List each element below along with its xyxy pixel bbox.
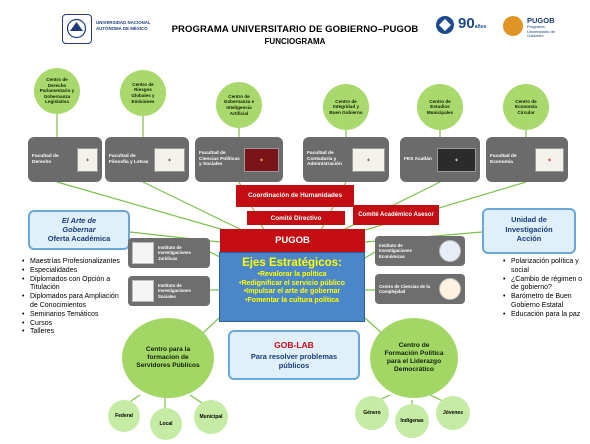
- institute-logo-icon: [439, 278, 461, 300]
- eje-item: Fomentar la cultura política: [220, 297, 364, 306]
- list-item: Barómetro de Buen Gobierno Estatal: [503, 293, 583, 311]
- faculty-crest-icon: ◈: [535, 147, 564, 172]
- page-title: PROGRAMA UNIVERSITARIO DE GOBIERNO–PUGOB: [171, 24, 419, 35]
- list-item: Especialidades: [22, 267, 122, 276]
- faculty-crest-icon: ◈: [77, 147, 98, 172]
- comite-directivo: Comité Directivo: [247, 211, 345, 225]
- facultad-filosofia: Facultad de Filosofía y Letras ◈: [105, 137, 189, 182]
- gob-lab-text: Para resolver problemas públicos: [250, 352, 338, 370]
- faculty-crest-icon: ◈: [437, 147, 476, 172]
- facultad-label: Facultad de Contaduría y Administración: [307, 150, 342, 168]
- eje-item: Impulsar el arte de gobernar: [220, 288, 364, 297]
- facultad-label: Facultad de Ciencias Políticas y Sociale…: [199, 150, 240, 168]
- list-item: Talleres: [22, 328, 122, 337]
- oferta-academica-list: Maestrías Profesionalizantes Especialida…: [22, 258, 122, 337]
- logo-90-anos: 90años: [458, 15, 487, 32]
- unidad-investigacion-box: Unidad de Investigación Acción: [482, 208, 576, 254]
- arte-gobernar-box: El Arte de Gobernar Oferta Académica: [28, 210, 130, 250]
- centro-riesgos-globales: Centro de Riesgos Globales y Emisiones: [120, 70, 166, 116]
- unam-logo: [62, 14, 92, 44]
- centro-estudios-municipales: Centro de Estudios Municipales: [417, 84, 463, 130]
- grupo-indigenas: Indígenas: [395, 404, 429, 438]
- coordinacion-humanidades: Coordinación de Humanidades: [236, 185, 354, 207]
- page-subtitle: FUNCIOGRAMA: [264, 37, 326, 46]
- facultad-economia: Facultad de Economía ◈: [486, 137, 568, 182]
- facultad-label: FES Acatlán: [404, 156, 432, 162]
- eje-item: Redignificar el servicio público: [220, 280, 364, 289]
- list-item: Maestrías Profesionalizantes: [22, 258, 122, 267]
- faculty-crest-icon: ◈: [244, 147, 279, 172]
- grupo-genero: Género: [355, 396, 389, 430]
- facultad-label: Facultad de Filosofía y Letras: [109, 153, 149, 165]
- facultad-derecho: Facultad de Derecho ◈: [28, 137, 102, 182]
- facultad-contaduria: Facultad de Contaduría y Administración …: [303, 137, 389, 182]
- facultad-ciencias-politicas: Facultad de Ciencias Políticas y Sociale…: [195, 137, 283, 182]
- pugob-label: PUGOB: [220, 229, 365, 252]
- instituto-juridicas: Instituto de Investigaciones Jurídicas: [128, 238, 210, 268]
- crest-logo: [434, 14, 456, 40]
- list-item: Diplomados con Opción a Titulación: [22, 276, 122, 294]
- centro-gobernanza-ia: Centro de Gobernanza e Inteligencia Arti…: [216, 82, 262, 128]
- facultad-label: Facultad de Economía: [490, 153, 517, 165]
- nivel-municipal: Municipal: [194, 400, 228, 434]
- centro-liderazgo-democratico: Centro de Formación Política para el Lid…: [370, 318, 458, 398]
- gob-lab-box: GOB-LAB Para resolver problemas públicos: [228, 330, 360, 380]
- pugob-logo-mark: [503, 16, 523, 36]
- faculty-crest-icon: ◈: [352, 147, 385, 172]
- centro-complejidad: Centro de Ciencias de la Complejidad: [375, 274, 465, 304]
- centro-economia-circular: Centro de Economía Circular: [503, 84, 549, 130]
- pugob-logo-caption: Programa Universitario de Gobierno: [527, 24, 555, 39]
- instituto-sociales: Instituto de Investigaciones Sociales: [128, 276, 210, 306]
- facultad-label: Facultad de Derecho: [32, 153, 59, 165]
- gob-lab-title: GOB-LAB: [274, 340, 314, 350]
- list-item: Polarización política y social: [503, 258, 583, 276]
- list-item: Seminarios Temáticos: [22, 311, 122, 320]
- institute-logo-icon: [132, 242, 154, 264]
- pugob-logo-text: PUGOB: [527, 16, 555, 25]
- centro-formacion-servidores: Centro para la formacion de Servidores P…: [122, 318, 214, 398]
- comite-academico-asesor: Comité Académico Asesor: [353, 205, 439, 225]
- ejes-title: Ejes Estratégicos:: [242, 257, 342, 269]
- nivel-federal: Federal: [108, 400, 140, 432]
- centro-derecho-parlamentario: Centro de Derecho Parlamentario y Gobern…: [34, 68, 80, 114]
- nivel-local: Local: [150, 408, 182, 440]
- grupo-jovenes: Jóvenes: [436, 396, 470, 430]
- institute-logo-icon: [439, 240, 461, 262]
- instituto-economicas: Instituto de Investigaciones Económicas: [375, 236, 465, 266]
- list-item: Educación para la paz: [503, 311, 583, 320]
- eje-item: Revalorar la política: [220, 271, 364, 280]
- fes-acatlan: FES Acatlán ◈: [400, 137, 480, 182]
- faculty-crest-icon: ◈: [154, 147, 185, 172]
- centro-integridad: Centro de Integridad y Buen Gobierno: [323, 84, 369, 130]
- list-item: Diplomados para Ampliación de Conocimien…: [22, 293, 122, 311]
- ejes-estrategicos-box: Ejes Estratégicos: Revalorar la política…: [219, 252, 365, 322]
- investigacion-list: Polarización política y social ¿Cambio d…: [503, 258, 583, 320]
- list-item: Cursos: [22, 320, 122, 329]
- unam-logo-text: UNIVERSIDAD NACIONAL AUTÓNOMA DE MÉXICO: [96, 20, 151, 31]
- ejes-list: Revalorar la política Redignificar el se…: [220, 271, 364, 305]
- institute-logo-icon: [132, 280, 154, 302]
- list-item: ¿Cambio de régimen o de gobierno?: [503, 276, 583, 294]
